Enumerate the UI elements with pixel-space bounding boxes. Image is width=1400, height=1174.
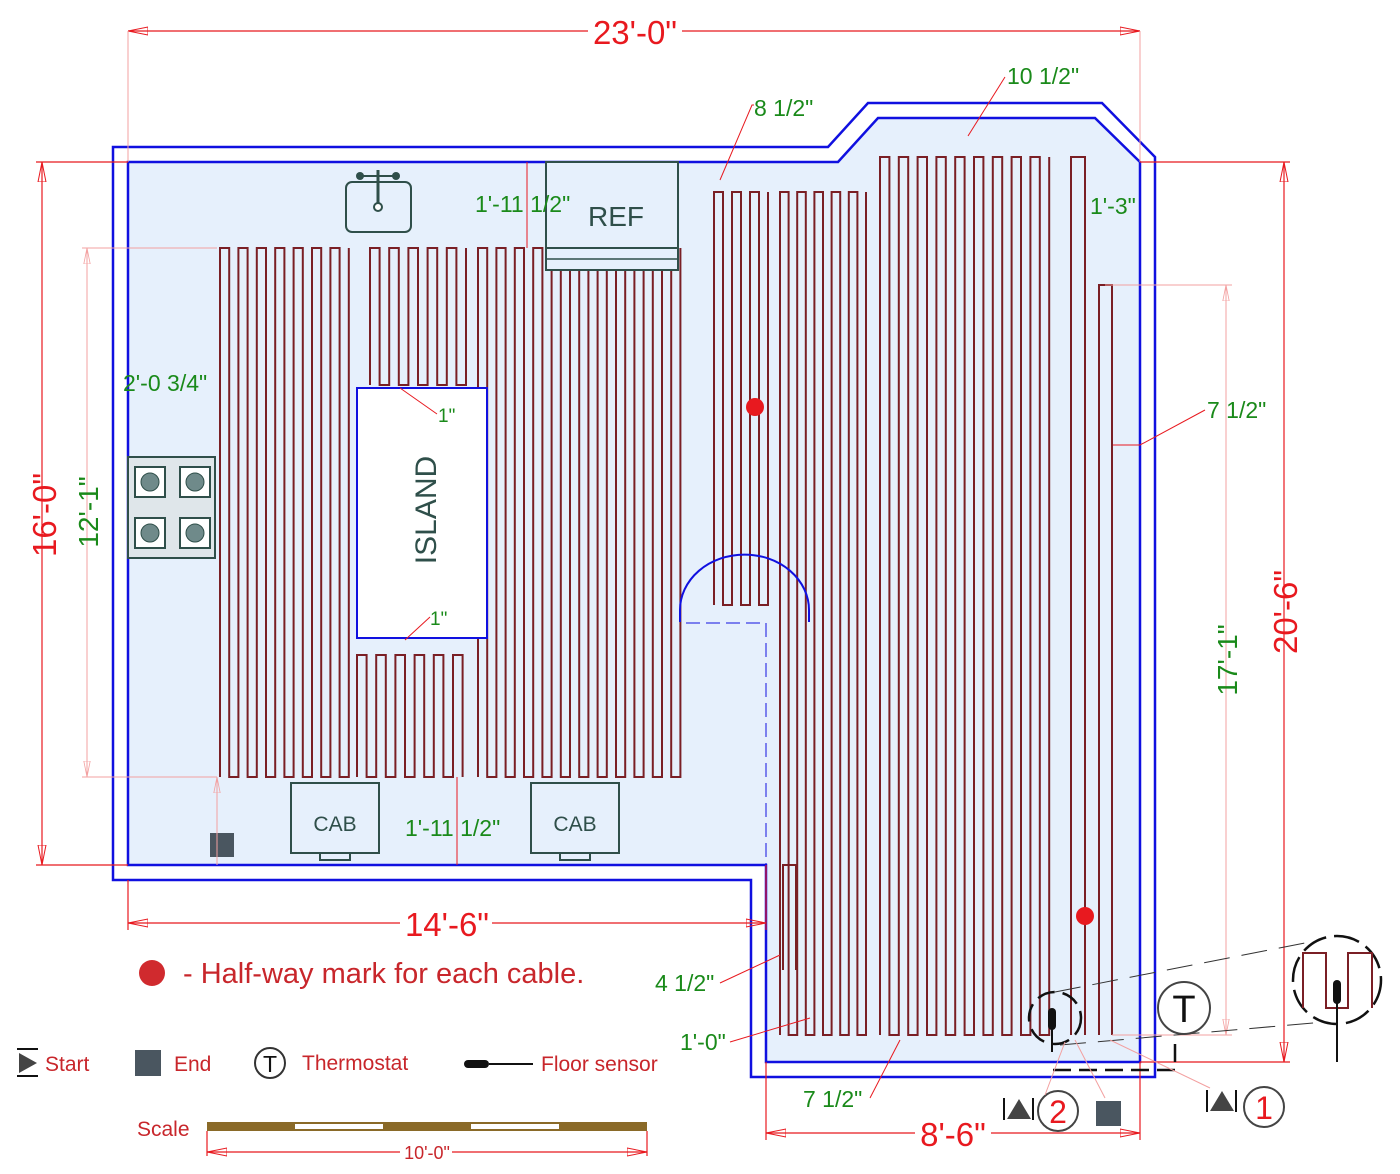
burner-icon	[185, 523, 205, 543]
cable-run-orange-a	[1070, 156, 1086, 1035]
spacing-lower-left: 4 1/2"	[655, 970, 714, 996]
dimension-lines	[36, 31, 1290, 1140]
spacing-orange: 7 1/2"	[1207, 397, 1266, 423]
halfway-legend-dot	[139, 960, 165, 986]
spacing-top-right: 10 1/2"	[1007, 63, 1079, 89]
thermostat-legend-icon	[254, 1047, 286, 1079]
cable-run-island-bottom	[356, 654, 464, 778]
legend: Start End T Thermostat Floor sensor Scal…	[17, 1047, 658, 1163]
legend-end: End	[174, 1053, 211, 1076]
island: ISLAND	[356, 387, 488, 639]
burner-grate	[179, 517, 211, 549]
dimension-labels: 23'-0" 16'-0" 12'-1" 20'-6" 17'-1" 14'-6…	[26, 14, 1304, 1153]
spacing-cooktop-gap: 2'-0 3/4"	[123, 370, 207, 396]
halfway-mark-cable-1	[746, 398, 764, 416]
cooktop	[127, 456, 216, 559]
cable-2-number: 2	[1049, 1094, 1067, 1130]
dim-overall-width: 23'-0"	[593, 14, 677, 51]
legend-floor-sensor: Floor sensor	[541, 1053, 658, 1076]
scale-label: Scale	[137, 1118, 190, 1141]
spacing-island-bottom: 1"	[430, 609, 447, 630]
halfway-note: - Half-way mark for each cable.	[183, 958, 584, 990]
spacing-cab-gap: 1'-11 1/2"	[405, 815, 500, 841]
cable-1-start: 1	[1109, 1039, 1285, 1128]
cab-left-label: CAB	[313, 813, 356, 836]
thermostat-icon: T	[1157, 981, 1211, 1035]
thermostat-legend-symbol: T	[263, 1051, 277, 1077]
dim-left-inner-height: 12'-1"	[73, 476, 104, 547]
spacing-ref-gap: 1'-11 1/2"	[475, 191, 570, 217]
burner-icon	[185, 472, 205, 492]
spacing-bottom: 7 1/2"	[803, 1086, 862, 1112]
cable-run-left	[219, 247, 350, 778]
refrigerator: REF	[545, 161, 679, 271]
scale-bar	[206, 1122, 648, 1160]
dim-right-inner-height: 17'-1"	[1212, 624, 1243, 695]
spacing-lower-mid: 1'-0"	[680, 1029, 726, 1055]
cabinet-right: CAB	[530, 782, 620, 861]
spacing-right-edge: 1'-3"	[1090, 193, 1136, 219]
legend-start: Start	[45, 1053, 90, 1076]
floor-sensor-icon	[464, 1060, 533, 1068]
island-label: ISLAND	[410, 456, 443, 564]
end-leader	[1074, 1039, 1106, 1099]
ref-label: REF	[588, 201, 644, 232]
outer-wall	[111, 101, 1157, 1079]
cable-run-right	[879, 156, 1051, 1036]
cabinet-left: CAB	[290, 782, 380, 861]
thermostat-symbol: T	[1172, 989, 1195, 1031]
halfway-mark-cable-2	[1076, 907, 1094, 925]
dim-lower-width: 14'-6"	[405, 906, 489, 943]
cable-run-mid	[779, 191, 867, 1036]
end-marker-icon	[210, 833, 234, 857]
scale-length: 10'-0"	[404, 1143, 450, 1163]
burner-icon	[140, 472, 160, 492]
burner-icon	[140, 523, 160, 543]
cab-right-label: CAB	[553, 813, 596, 836]
end-icon	[135, 1050, 161, 1076]
floor-sensor-detail	[1027, 934, 1383, 1072]
cable-run-island-top	[369, 247, 467, 386]
sink-icon	[345, 170, 412, 233]
cable-1-number: 1	[1255, 1090, 1273, 1126]
spacing-labels: 10 1/2" 8 1/2" 1'-11 1/2" 1'-3" 2'-0 3/4…	[123, 63, 1266, 1112]
cable-run-lower-left	[782, 864, 797, 970]
arch-opening	[679, 553, 810, 622]
dim-right-height: 20'-6"	[1267, 570, 1304, 654]
start-icon	[17, 1048, 38, 1077]
arch-hidden-line	[686, 622, 767, 865]
cable-2-start: 2	[1003, 1041, 1079, 1132]
dim-left-height: 16'-0"	[26, 473, 63, 557]
cable-run-upper-mid	[713, 191, 769, 606]
cable-2-end-icon	[1096, 1101, 1121, 1126]
spacing-top-mid: 8 1/2"	[754, 95, 813, 121]
dim-bottom-right-width: 8'-6"	[920, 1116, 986, 1153]
legend-thermostat: Thermostat	[302, 1052, 408, 1075]
spacing-island-top: 1"	[438, 406, 455, 427]
